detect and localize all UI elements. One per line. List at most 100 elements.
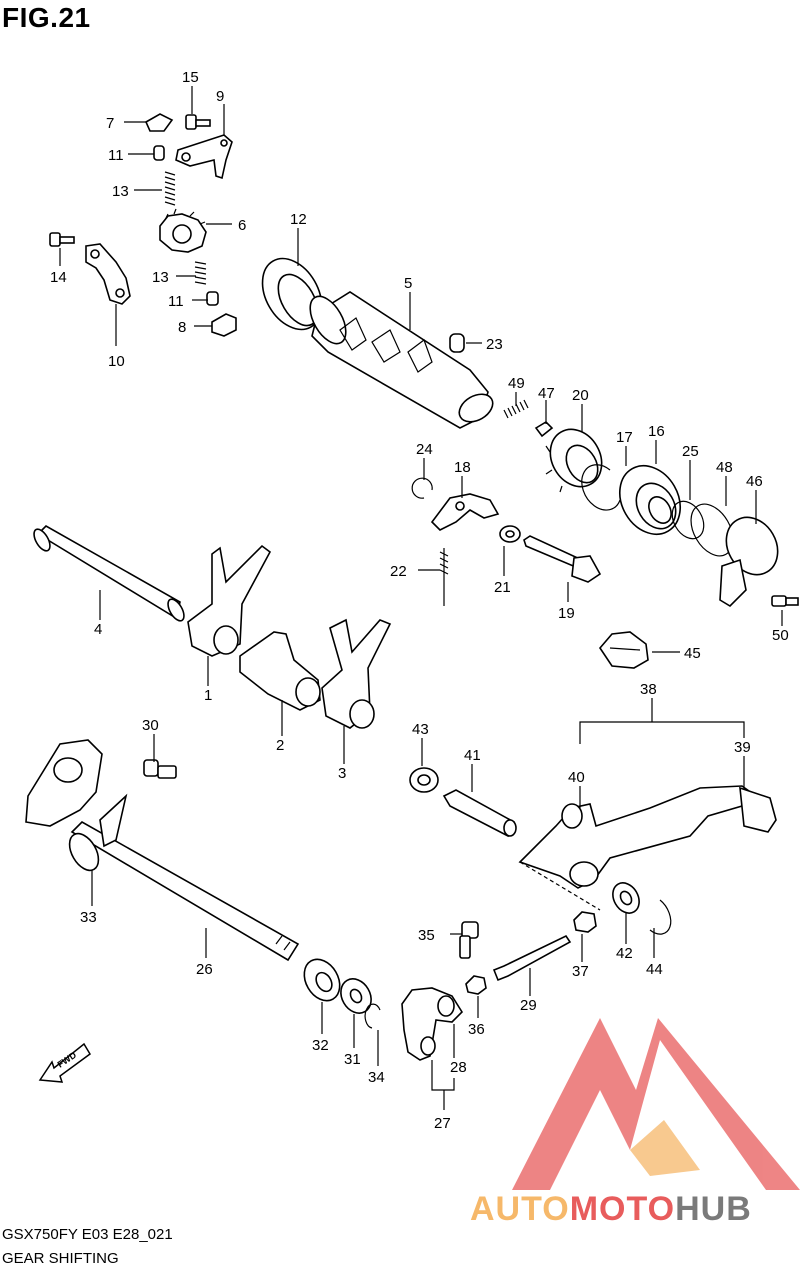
callout-31: 31 [344,1051,361,1068]
part-41-bolt [442,789,517,838]
callout-2: 2 [276,737,284,754]
part-18-pawl-lifter [430,493,500,531]
part-7-stopper-plate [144,113,174,132]
part-43-washer [409,767,439,793]
callout-23: 23 [486,336,503,353]
callout-18: 18 [454,459,471,476]
callout-13-lower: 13 [152,269,169,286]
callout-6: 6 [238,217,246,234]
part-44-circlip [649,899,672,935]
part-31-washer [340,978,372,1014]
callout-30: 30 [142,717,159,734]
part-28-gearshift-lever-arm [401,987,464,1061]
part-25-circlip [671,500,705,540]
callout-3: 3 [338,765,346,782]
part-32-oil-seal [303,958,341,1002]
part-16-bearing [619,465,681,535]
callout-20: 20 [572,387,589,404]
callout-7: 7 [106,115,114,132]
part-26-gearshift-shaft [25,739,300,962]
leader-lines [59,86,783,1110]
part-12-bearing [261,257,323,331]
part-24-circlip [411,477,433,499]
watermark-text-part1: AUTO [470,1190,570,1228]
callout-50: 50 [772,627,789,644]
callout-44: 44 [646,961,663,978]
callout-9: 9 [216,88,224,105]
callout-32: 32 [312,1037,329,1054]
part-17-circlip [581,464,621,511]
watermark-text-part3: HUB [675,1190,752,1228]
callout-11-upper: 11 [108,147,124,164]
part-22-spring [439,548,449,606]
callout-17: 17 [616,429,633,446]
part-11-pin-upper [153,145,165,161]
part-6-cam-driven-gear [159,208,207,253]
part-29-gearshift-link-rod [492,934,572,982]
callout-42: 42 [616,945,633,962]
part-49-spring [503,399,529,419]
callout-labels: 15 9 7 11 13 6 12 14 13 11 8 10 5 23 49 … [50,69,789,1132]
callout-43: 43 [412,721,429,738]
part-5-gearshift-cam [309,291,494,429]
part-4-fork-shaft [33,525,185,622]
part-48-o-ring [690,503,734,557]
callout-49: 49 [508,375,525,392]
part-9-stopper-arm [175,134,233,180]
part-21-washer [499,525,521,543]
callout-14: 14 [50,269,67,286]
part-10-stopper-plate [85,243,131,305]
part-13-spring-lower [194,261,207,285]
callout-8: 8 [178,319,186,336]
callout-46: 46 [746,473,763,490]
callout-1: 1 [204,687,212,704]
callout-45: 45 [684,645,701,662]
part-13-spring-upper [164,171,176,206]
watermark-logo [512,1018,800,1190]
callout-36: 36 [468,1021,485,1038]
callout-34: 34 [368,1069,385,1086]
watermark-text-part2: MOTO [569,1190,676,1228]
callout-35: 35 [418,927,435,944]
forward-arrow-icon: FWD [38,1042,91,1083]
callout-29: 29 [520,997,537,1014]
watermark-text: AUTOMOTOHUB [470,1190,752,1229]
callout-15: 15 [182,69,199,86]
part-42-washer [612,882,640,914]
callout-39: 39 [734,739,751,756]
callout-27: 27 [434,1115,451,1132]
callout-10: 10 [108,353,125,370]
callout-4: 4 [94,621,102,638]
part-15-bolt [185,114,211,130]
part-37-nut [573,911,597,933]
part-11-pin-lower [206,291,219,306]
callout-12: 12 [290,211,307,228]
part-46-plate [719,516,779,608]
part-38-gearshift-lever-assy [518,785,777,889]
callout-48: 48 [716,459,733,476]
callout-33: 33 [80,909,97,926]
part-33-spring [68,832,100,872]
callout-19: 19 [558,605,575,622]
callout-22: 22 [390,563,407,580]
part-50-bolt [771,595,799,607]
part-30-pin [143,759,177,779]
callout-24: 24 [416,441,433,458]
part-23-pin [449,333,465,353]
part-45-cap [598,631,649,669]
callout-38: 38 [640,681,657,698]
part-19-bolt [523,535,602,583]
callout-11-lower: 11 [168,293,184,310]
part-1-shift-fork [187,544,272,657]
section-name: GEAR SHIFTING [2,1250,119,1267]
part-3-shift-fork [321,618,392,729]
callout-47: 47 [538,385,555,402]
part-20-cam-guide [545,428,603,493]
part-47-pin [534,420,554,438]
part-35-bolt [459,921,479,959]
callout-40: 40 [568,769,585,786]
part-2-shift-fork [239,631,321,711]
callout-25: 25 [682,443,699,460]
